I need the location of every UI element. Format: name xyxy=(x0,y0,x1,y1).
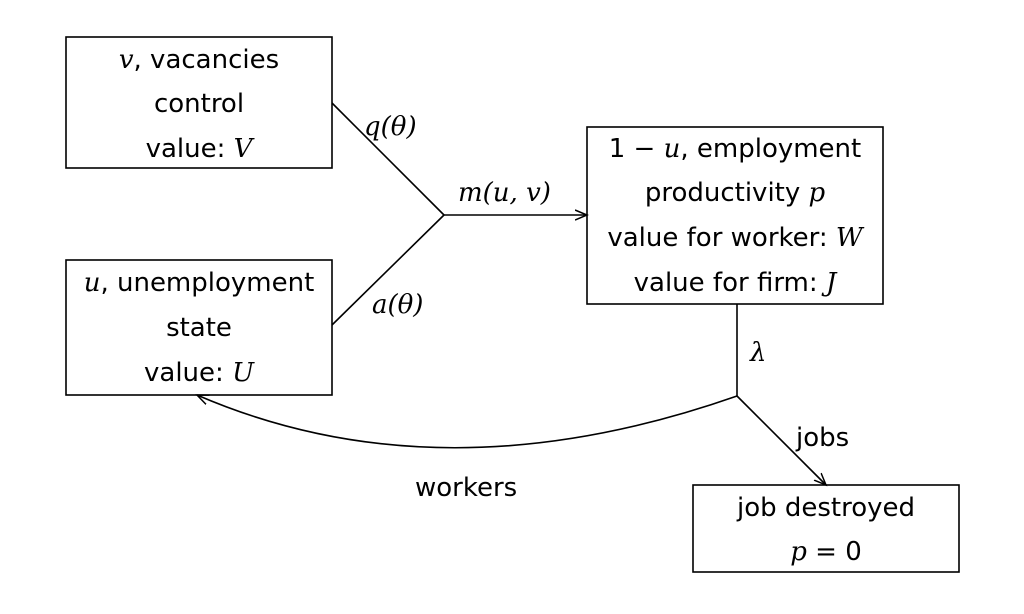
employment-line1: 1 − u, employment xyxy=(609,134,861,164)
vacancies-line2: control xyxy=(154,89,244,119)
employment-line2: productivity p xyxy=(645,178,826,208)
vacancies-line3: value: V xyxy=(146,134,255,164)
unemployment-to-match-edge xyxy=(331,214,445,326)
vacancies-line1: v, vacancies xyxy=(119,45,279,75)
unemployment-line2: state xyxy=(166,313,232,343)
job-destroyed-line2: p = 0 xyxy=(790,537,862,567)
workers-label: workers xyxy=(415,473,517,503)
employment-line4: value for firm: J xyxy=(634,268,838,298)
q-theta-label: q(θ) xyxy=(364,112,417,142)
vacancies-box xyxy=(65,36,333,169)
unemployment-line1: u, unemployment xyxy=(84,268,315,298)
matching-function-label: m(u, v) xyxy=(458,178,551,208)
a-theta-label: a(θ) xyxy=(372,290,423,320)
job-destroyed-node: job destroyed p = 0 xyxy=(692,484,960,573)
separation-to-destroyed-arrow xyxy=(736,395,826,485)
jobs-label: jobs xyxy=(795,423,849,453)
employment-node: 1 − u, employment productivity p value f… xyxy=(586,126,884,305)
employment-line3: value for worker: W xyxy=(607,223,865,253)
vacancies-node: v, vacancies control value: V xyxy=(65,36,333,169)
unemployment-line3: value: U xyxy=(144,358,255,388)
vacancies-to-match-edge xyxy=(331,102,445,216)
lambda-label: λ xyxy=(749,338,766,368)
separation-to-unemployment-arrow xyxy=(197,395,738,449)
job-destroyed-line1: job destroyed xyxy=(736,493,915,523)
unemployment-node: u, unemployment state value: U xyxy=(65,259,333,396)
